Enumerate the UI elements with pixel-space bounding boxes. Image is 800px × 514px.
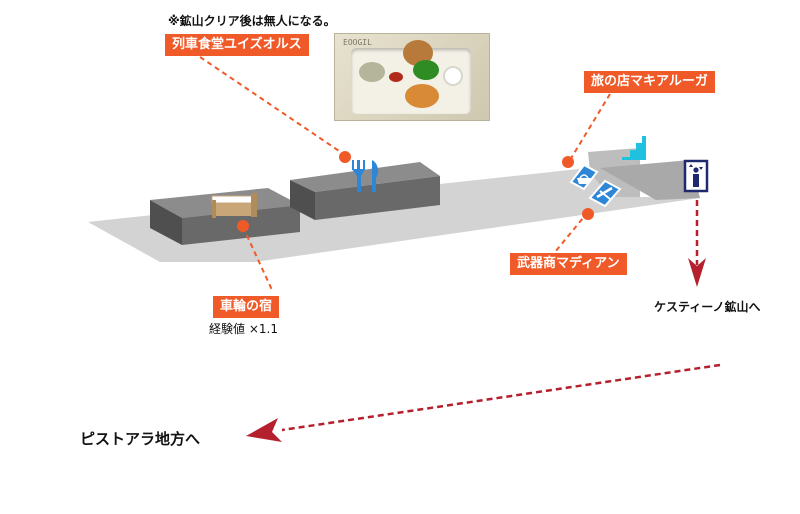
elevator-icon bbox=[683, 159, 709, 193]
label-train-restaurant: 列車食堂ユイズオルス bbox=[165, 34, 309, 56]
restaurant-building bbox=[290, 162, 440, 220]
leader-lines bbox=[199, 56, 611, 291]
bed-icon bbox=[211, 193, 257, 218]
food-peas bbox=[413, 60, 439, 80]
weapon-icon bbox=[588, 179, 622, 208]
bag-icon bbox=[569, 163, 599, 191]
inn-bonus-text: 経験値 ×1.1 bbox=[209, 322, 278, 336]
map-note: ※鉱山クリア後は無人になる。 bbox=[168, 14, 336, 28]
label-inn: 車輪の宿 bbox=[213, 296, 280, 318]
food-salad bbox=[359, 62, 385, 82]
label-weapon-shop: 武器商マディアン bbox=[510, 253, 627, 275]
meal-tray bbox=[351, 40, 471, 114]
restaurant-photo: EOOGIL bbox=[334, 33, 490, 121]
food-cup bbox=[445, 68, 461, 84]
stairs-icon bbox=[622, 136, 646, 160]
photo-tag: EOOGIL bbox=[343, 38, 372, 47]
fork-knife-icon bbox=[352, 160, 379, 192]
food-sauce bbox=[389, 72, 403, 82]
exit-label-mine: ケスティーノ鉱山へ bbox=[654, 300, 761, 314]
exit-label-region: ピストアラ地方へ bbox=[80, 430, 201, 448]
label-travel-shop: 旅の店マキアルーガ bbox=[584, 71, 715, 93]
exit-arrow-mine bbox=[688, 200, 706, 287]
raised-area-right bbox=[600, 160, 700, 200]
leader-dots bbox=[237, 151, 594, 232]
exit-arrow-region bbox=[246, 363, 721, 442]
food-nuggets bbox=[405, 84, 439, 108]
